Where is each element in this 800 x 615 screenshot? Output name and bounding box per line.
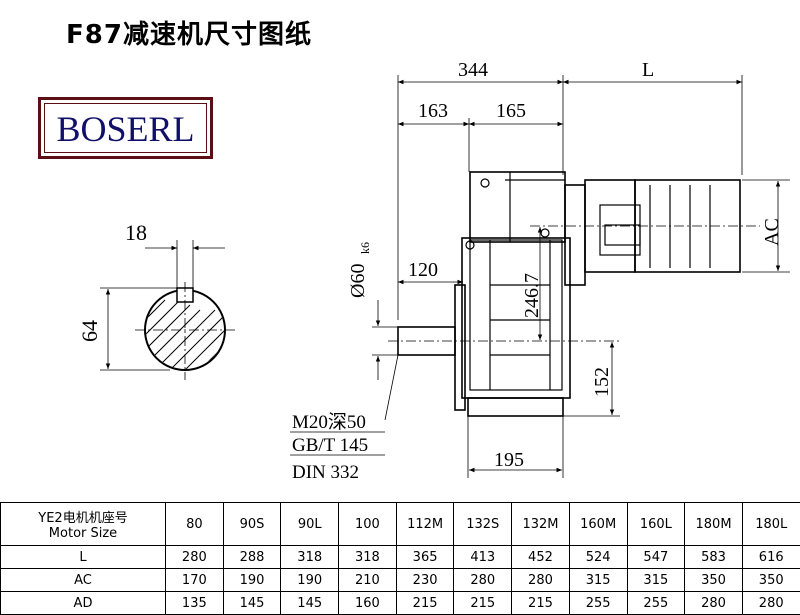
- note-standard-din: DIN 332: [292, 462, 359, 483]
- table-cell: 170: [166, 569, 224, 592]
- header-label-en: Motor Size: [1, 526, 165, 541]
- table-cell: 255: [627, 592, 685, 615]
- table-cell: 215: [512, 592, 570, 615]
- table-cell: 616: [742, 546, 800, 569]
- size-header-cell: 90S: [223, 503, 281, 546]
- size-header-cell: 160L: [627, 503, 685, 546]
- technical-drawing: 18 64: [0, 0, 800, 502]
- header-cell: YE2电机机座号 Motor Size: [1, 503, 166, 546]
- table-cell: 318: [339, 546, 397, 569]
- table-cell: 190: [223, 569, 281, 592]
- header-label-cn: YE2电机机座号: [1, 507, 165, 526]
- dim-base-height: 152: [591, 367, 613, 397]
- table-cell: 145: [281, 592, 339, 615]
- row-label-cell: L: [1, 546, 166, 569]
- table-cell: 210: [339, 569, 397, 592]
- size-header-cell: 132S: [454, 503, 512, 546]
- size-header-cell: 80: [166, 503, 224, 546]
- table-cell: 524: [569, 546, 627, 569]
- table-cell: 255: [569, 592, 627, 615]
- table-cell: 315: [627, 569, 685, 592]
- table-cell: 350: [742, 569, 800, 592]
- key-width-label: 18: [125, 220, 147, 245]
- table-cell: 288: [223, 546, 281, 569]
- table-cell: 547: [627, 546, 685, 569]
- dim-flange-left: 163: [418, 100, 448, 122]
- size-header-cell: 132M: [512, 503, 570, 546]
- size-header-cell: 180L: [742, 503, 800, 546]
- shaft-section-view: [100, 240, 235, 380]
- table-cell: 280: [454, 569, 512, 592]
- table-cell: 145: [223, 592, 281, 615]
- table-cell: 318: [281, 546, 339, 569]
- table-cell: 160: [339, 592, 397, 615]
- table-cell: 452: [512, 546, 570, 569]
- table-cell: 230: [396, 569, 454, 592]
- table-cell: 365: [396, 546, 454, 569]
- table-cell: 135: [166, 592, 224, 615]
- table-cell: 315: [569, 569, 627, 592]
- key-height-label: 64: [77, 320, 102, 342]
- dim-shaft-tolerance: k6: [358, 242, 372, 254]
- dim-base-width: 195: [494, 449, 524, 471]
- table-cell: 190: [281, 569, 339, 592]
- dim-motor-length: L: [642, 59, 654, 81]
- note-standard-gb: GB/T 145: [292, 435, 368, 456]
- table-cell: 215: [454, 592, 512, 615]
- size-header-cell: 100: [339, 503, 397, 546]
- table-cell: 215: [396, 592, 454, 615]
- table-cell: 280: [166, 546, 224, 569]
- table-cell: 583: [685, 546, 743, 569]
- size-header-cell: 112M: [396, 503, 454, 546]
- dim-shaft-length: 120: [408, 259, 438, 281]
- table-cell: 350: [685, 569, 743, 592]
- note-thread: M20深50: [292, 411, 366, 433]
- size-header-cell: 160M: [569, 503, 627, 546]
- row-label-cell: AC: [1, 569, 166, 592]
- table-cell: 280: [742, 592, 800, 615]
- size-header-cell: 90L: [281, 503, 339, 546]
- dim-total-width: 344: [458, 59, 488, 81]
- table-cell: 280: [512, 569, 570, 592]
- table-cell: 413: [454, 546, 512, 569]
- row-label-cell: AD: [1, 592, 166, 615]
- size-header-cell: 180M: [685, 503, 743, 546]
- dim-shaft-diameter: Ø60: [347, 264, 369, 298]
- dim-flange-right: 165: [496, 100, 526, 122]
- table-cell: 280: [685, 592, 743, 615]
- dim-motor-height: AC: [761, 218, 783, 246]
- dim-center-height: 246.7: [521, 273, 543, 318]
